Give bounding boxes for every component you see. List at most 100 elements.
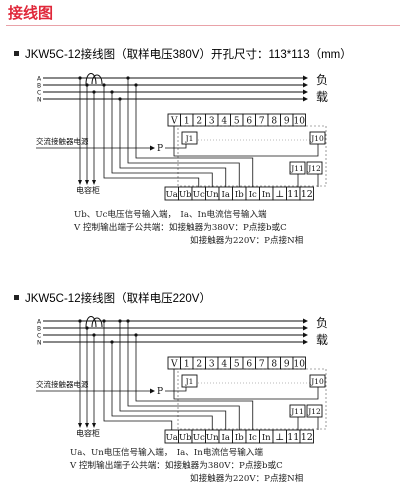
phase-label-c: C bbox=[37, 333, 41, 340]
top-terminal-label: 7 bbox=[259, 117, 265, 127]
top-terminal-label: 2 bbox=[196, 117, 202, 127]
relay-label: J12 bbox=[307, 164, 321, 173]
p-label: P bbox=[157, 387, 163, 397]
bottom-terminal-label: Ib bbox=[235, 433, 244, 443]
top-terminal-label: V bbox=[170, 360, 178, 370]
phase-label-b: B bbox=[37, 83, 41, 90]
top-terminal-label: 1 bbox=[184, 360, 190, 370]
bottom-terminal-label: ⊥ bbox=[275, 189, 284, 200]
bottom-terminal-label: ⊥ bbox=[275, 432, 284, 443]
top-terminal-label: 9 bbox=[284, 360, 290, 370]
relay-j12 bbox=[306, 161, 323, 175]
phase-label-c: C bbox=[37, 90, 41, 97]
arrow-icon bbox=[303, 339, 308, 345]
arrow-icon bbox=[85, 180, 89, 185]
arrow-icon bbox=[303, 318, 308, 324]
bottom-terminal-label: 11 bbox=[287, 189, 299, 200]
top-terminal-label: 10 bbox=[294, 117, 306, 127]
load-label-2: 载 bbox=[316, 90, 328, 104]
arrow-icon bbox=[303, 89, 308, 95]
relay-j11 bbox=[289, 404, 306, 418]
arrow-icon bbox=[85, 423, 89, 428]
title-divider bbox=[6, 25, 400, 26]
top-terminal-label: 3 bbox=[209, 117, 215, 127]
capacitor-label: 电容柜 bbox=[76, 185, 100, 195]
top-terminal-label: 4 bbox=[221, 360, 227, 370]
top-terminal-label: 10 bbox=[294, 360, 306, 370]
bottom-terminal-label: Uc bbox=[193, 190, 205, 200]
top-terminal-label: 3 bbox=[209, 360, 215, 370]
relay-label: J1 bbox=[185, 377, 194, 386]
top-terminal-label: 8 bbox=[271, 360, 277, 370]
bottom-terminal-10 bbox=[299, 429, 314, 444]
ct-coil-icon bbox=[85, 316, 97, 328]
relay-label: J10 bbox=[310, 134, 324, 143]
contactor-label: 交流接触器电源 bbox=[36, 136, 89, 146]
signal-wire bbox=[135, 85, 254, 187]
relay-label: J1 bbox=[185, 134, 194, 143]
note-2-line-1: Ua、Un电压信号输入端， Ia、In电流信号输入端 bbox=[70, 448, 263, 458]
bottom-terminal-label: Ib bbox=[235, 190, 244, 200]
contactor-label: 交流接触器电源 bbox=[36, 379, 89, 389]
ct-coil-icon bbox=[85, 73, 97, 85]
top-terminal-label: 5 bbox=[234, 360, 240, 370]
bottom-terminal-label: 11 bbox=[287, 432, 299, 443]
arrow-icon bbox=[303, 332, 308, 338]
top-terminal-label: 2 bbox=[196, 360, 202, 370]
bottom-terminal-label: Un bbox=[206, 433, 219, 443]
relay-label: J12 bbox=[307, 407, 321, 416]
arrow-icon bbox=[78, 423, 82, 428]
bottom-terminal-label: Un bbox=[206, 190, 219, 200]
note-1-line-3: 如接触器为220V：P点接N相 bbox=[190, 236, 304, 246]
note-1-line-1: Ub、Uc电压信号输入端， Ia、In电流信号输入端 bbox=[74, 210, 267, 220]
bottom-terminal-label: 12 bbox=[301, 432, 313, 443]
ct-coil-icon bbox=[91, 74, 103, 85]
top-terminal-label: 6 bbox=[246, 360, 252, 370]
signal-wire bbox=[103, 321, 173, 430]
bottom-terminal-label: 12 bbox=[301, 189, 313, 200]
top-terminal-label: 7 bbox=[259, 360, 265, 370]
signal-wire bbox=[111, 342, 213, 430]
arrow-icon bbox=[303, 75, 308, 81]
top-terminal-label: 9 bbox=[284, 117, 290, 127]
section-2-title: JKW5C-12接线图（取样电压220V） bbox=[14, 290, 211, 306]
bottom-terminal-label: Ic bbox=[249, 190, 257, 200]
arrow-icon bbox=[92, 423, 96, 428]
relay-j12 bbox=[306, 404, 323, 418]
ct-coil-icon bbox=[91, 317, 103, 328]
bottom-terminal-label: Ub bbox=[179, 433, 192, 443]
relay-j1 bbox=[181, 374, 198, 388]
arrow-icon bbox=[78, 180, 82, 185]
load-label-1: 负 bbox=[316, 316, 328, 330]
bottom-terminal-label: In bbox=[262, 433, 271, 443]
top-terminal-label: 1 bbox=[184, 117, 190, 127]
bottom-terminal-label: Ic bbox=[249, 433, 257, 443]
section-1-title: JKW5C-12接线图（取样电压380V）开孔尺寸：113*113（mm） bbox=[14, 46, 352, 62]
relay-j10 bbox=[309, 131, 326, 145]
relay-j11 bbox=[289, 161, 306, 175]
load-label-2: 载 bbox=[316, 333, 328, 347]
p-label: P bbox=[157, 144, 163, 154]
signal-wire bbox=[119, 99, 227, 187]
bottom-terminal-label: Ua bbox=[166, 433, 178, 443]
relay-label: J11 bbox=[290, 407, 304, 416]
arrow-icon bbox=[150, 388, 155, 394]
phase-label-n: N bbox=[37, 340, 42, 347]
top-terminal-label: 4 bbox=[221, 117, 227, 127]
arrow-icon bbox=[150, 145, 155, 151]
arrow-icon bbox=[303, 96, 308, 102]
phase-label-n: N bbox=[37, 97, 42, 104]
note-2-line-2: V 控制输出端子公共端：如接触器为380V：P点接b或C bbox=[70, 461, 283, 471]
signal-wire bbox=[127, 78, 240, 187]
common-wire bbox=[173, 126, 319, 157]
bottom-terminal-label: Ub bbox=[179, 190, 192, 200]
section-1-title-text: JKW5C-12接线图（取样电压380V）开孔尺寸：113*113（mm） bbox=[25, 49, 352, 61]
top-terminal-label: V bbox=[170, 117, 178, 127]
signal-wire bbox=[119, 321, 227, 430]
top-terminal-label: 8 bbox=[271, 117, 277, 127]
bottom-terminal-label: Ua bbox=[166, 190, 178, 200]
signal-wire bbox=[103, 85, 200, 187]
